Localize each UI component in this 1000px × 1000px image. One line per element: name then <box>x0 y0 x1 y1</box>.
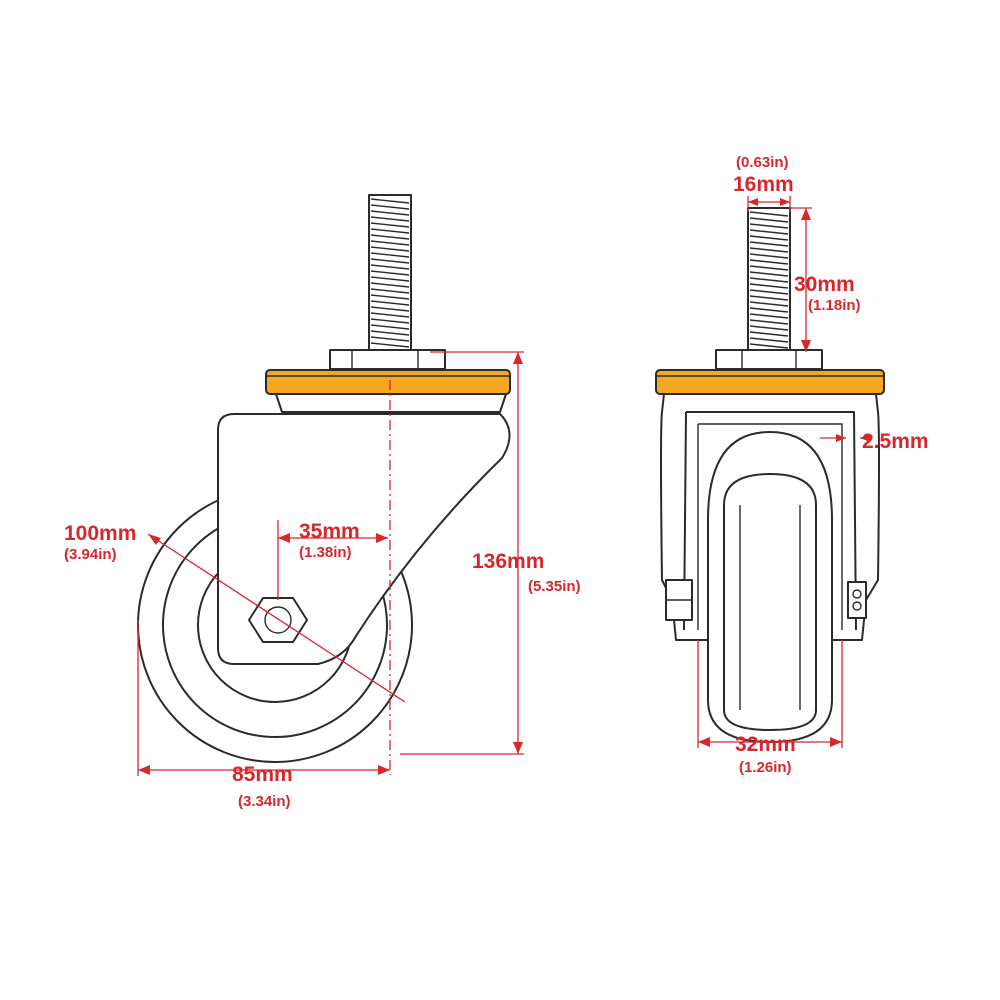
height-in: (5.35in) <box>528 578 581 595</box>
thread-line <box>749 241 789 247</box>
thread-line <box>370 288 410 294</box>
thread-line <box>749 265 789 271</box>
fork-thickness-mm: 2.5mm <box>862 430 929 453</box>
wheel-diameter-mm: 100mm <box>64 522 136 545</box>
thread-line <box>370 324 410 330</box>
hex-nut-front <box>715 349 823 370</box>
top-plate <box>265 369 511 395</box>
thread-line <box>749 319 789 325</box>
offset-in: (1.38in) <box>299 544 352 561</box>
thread-line <box>749 307 789 313</box>
stem-diameter-in: (0.63in) <box>736 154 789 171</box>
offset-mm: 35mm <box>299 520 360 543</box>
axle-hex-nut <box>248 597 308 643</box>
thread-line <box>370 240 410 246</box>
stem-length-in: (1.18in) <box>808 297 861 314</box>
thread-line <box>749 259 789 265</box>
thread-line <box>749 247 789 253</box>
thread-line <box>370 330 410 336</box>
thread-line <box>749 289 789 295</box>
thread-line <box>370 198 410 204</box>
threaded-stem <box>368 194 412 352</box>
height-dimension <box>400 351 524 755</box>
thread-line <box>370 234 410 240</box>
thread-line <box>749 295 789 301</box>
thread-line <box>749 301 789 307</box>
thread-line <box>370 312 410 318</box>
front-view: (0.63in) 16mm 30mm (1.18in) 2.5mm 32mm (… <box>655 154 929 776</box>
thread-line <box>749 343 789 349</box>
thread-line <box>749 331 789 337</box>
thread-line <box>370 252 410 258</box>
fork-thickness-dimension <box>820 434 872 442</box>
side-view: 100mm (3.94in) 35mm (1.38in) 136mm (5.35… <box>64 194 581 810</box>
thread-line <box>370 228 410 234</box>
thread-line <box>370 210 410 216</box>
width-dimension <box>137 620 390 776</box>
stem-length-dimension <box>790 207 812 352</box>
hex-nut <box>329 349 446 370</box>
thread-line <box>370 306 410 312</box>
thread-line <box>749 211 789 217</box>
thread-line <box>749 235 789 241</box>
width-mm: 85mm <box>232 763 293 786</box>
thread-line <box>749 325 789 331</box>
thread-line <box>370 318 410 324</box>
thread-line <box>370 270 410 276</box>
thread-line <box>749 313 789 319</box>
thread-line <box>370 258 410 264</box>
axle-nut-right <box>847 581 867 619</box>
thread-line <box>370 216 410 222</box>
thread-line <box>370 276 410 282</box>
offset-dimension <box>277 520 388 600</box>
thread-line <box>370 336 410 342</box>
axle-nut-left <box>665 579 693 621</box>
thread-line <box>749 229 789 235</box>
thread-line <box>749 271 789 277</box>
wheel-diameter-arrow <box>148 534 161 545</box>
thread-line <box>749 223 789 229</box>
wheel-width-in: (1.26in) <box>739 759 792 776</box>
wheel-width-dimension <box>697 640 843 748</box>
height-mm: 136mm <box>472 550 544 573</box>
thread-line <box>749 337 789 343</box>
thread-line <box>370 342 410 348</box>
wheel-front <box>707 431 833 743</box>
top-plate-front <box>655 369 885 395</box>
thread-line <box>370 246 410 252</box>
thread-line <box>370 300 410 306</box>
thread-line <box>370 222 410 228</box>
width-in: (3.34in) <box>238 793 291 810</box>
swivel-bearing <box>275 393 507 413</box>
thread-line <box>370 282 410 288</box>
thread-line <box>749 283 789 289</box>
wheel-width-mm: 32mm <box>735 733 796 756</box>
thread-line <box>370 264 410 270</box>
thread-line <box>370 204 410 210</box>
stem-diameter-mm: 16mm <box>733 173 794 196</box>
wheel-diameter-in: (3.94in) <box>64 546 117 563</box>
thread-line <box>370 294 410 300</box>
thread-line <box>749 253 789 259</box>
thread-line <box>749 217 789 223</box>
threaded-stem-front <box>747 207 791 352</box>
stem-diameter-dimension <box>747 196 791 212</box>
stem-length-mm: 30mm <box>794 273 855 296</box>
thread-line <box>749 277 789 283</box>
wheel-diameter-line <box>147 533 406 703</box>
